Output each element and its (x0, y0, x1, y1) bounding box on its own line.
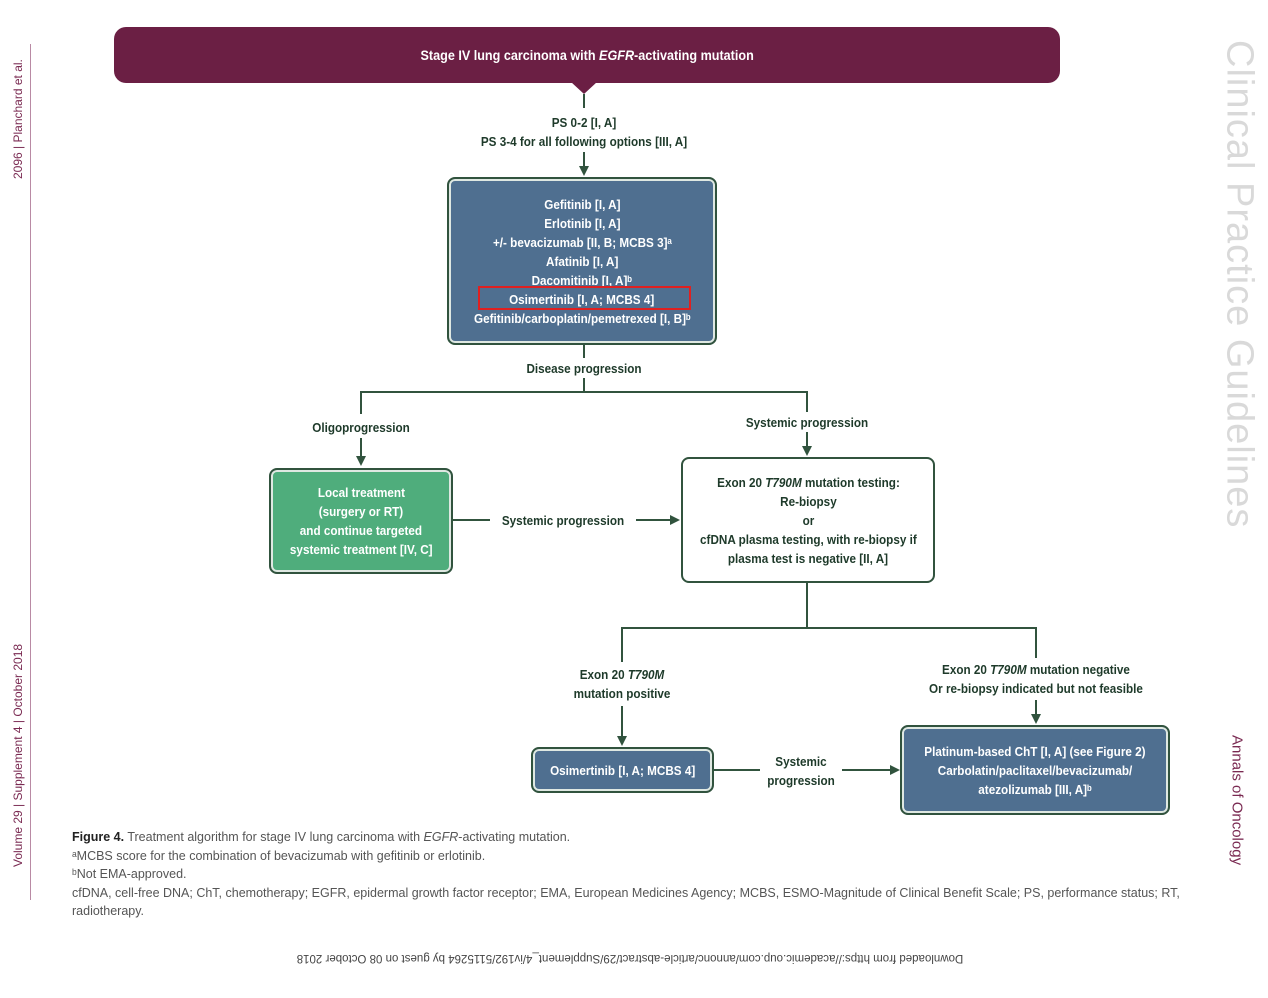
platinum-line: Carbolatin/paclitaxel/bevacizumab/ (937, 762, 1133, 778)
ps-label-line1: PS 0-2 [I, A] (551, 115, 617, 130)
caption-note-b: ᵇNot EMA-approved. (72, 867, 187, 881)
osimertinib-box-label: Osimertinib [I, A; MCBS 4] (549, 762, 696, 778)
osimertinib-box: Osimertinib [I, A; MCBS 4] (531, 747, 714, 793)
platinum-line: atezolizumab [III, A]ᵇ (978, 781, 1092, 797)
caption-fig-label: Figure 4. (72, 830, 125, 844)
connector-split-horizontal (360, 391, 808, 414)
platinum-line: Platinum-based ChT [I, A] (see Figure 2) (924, 743, 1146, 759)
systemic-progression-label-mid: Systemic progression (501, 513, 625, 528)
caption-title: Figure 4. Treatment algorithm for stage … (72, 828, 1222, 847)
banner-notch (571, 82, 597, 94)
testing-line: or (802, 512, 814, 528)
testing-line: plasma test is negative [II, A] (727, 550, 889, 566)
first-line-treatment-box: Gefitinib [I, A] Erlotinib [I, A] +/- be… (447, 177, 717, 345)
local-treatment-line: systemic treatment [IV, C] (289, 542, 433, 557)
local-treatment-line: and continue targeted (299, 523, 423, 538)
negative-prefix: Exon 20 (942, 662, 991, 677)
caption-title-prefix: Treatment algorithm for stage IV lung ca… (124, 830, 424, 844)
caption-title-italic: EGFR (423, 830, 459, 844)
banner-suffix: -activating mutation (633, 47, 754, 63)
first-line-item: Dacomitinib [I, A]ᵇ (531, 272, 633, 288)
sp-bottom-line1: Systemic (775, 754, 827, 769)
first-line-item: Gefitinib [I, A] (543, 196, 621, 212)
caption-title-suffix: -activating mutation. (458, 830, 571, 844)
testing-title-prefix: Exon 20 (716, 474, 765, 490)
systemic-progression-label-top: Systemic progression (745, 415, 869, 430)
mutation-positive-label: Exon 20 T790M mutation positive (541, 665, 703, 703)
first-line-item: Erlotinib [I, A] (543, 215, 621, 231)
first-line-item: Gefitinib/carboplatin/pemetrexed [I, B]ᵇ (473, 310, 691, 326)
oligoprogression-label: Oligoprogression (312, 420, 410, 435)
ps-label-line2: PS 3-4 for all following options [III, A… (480, 134, 688, 149)
connector-split2-horizontal (621, 627, 1037, 662)
banner-italic: EGFR (598, 47, 634, 63)
platinum-chemotherapy-box: Platinum-based ChT [I, A] (see Figure 2)… (900, 725, 1170, 815)
negative-line2: Or re-biopsy indicated but not feasible (929, 681, 1143, 696)
disease-progression-label: Disease progression (526, 361, 642, 376)
t790m-testing-box: Exon 20 T790M mutation testing: Re-biops… (681, 457, 935, 583)
testing-title-suffix: mutation testing: (801, 474, 900, 490)
caption-abbreviations: cfDNA, cell-free DNA; ChT, chemotherapy;… (72, 885, 1180, 919)
local-treatment-box: Local treatment (surgery or RT) and cont… (269, 468, 453, 574)
positive-line1: Exon 20 T790M (541, 665, 703, 684)
positive-prefix: Exon 20 (579, 667, 628, 682)
negative-italic: T790M (990, 662, 1027, 677)
local-treatment-line: (surgery or RT) (318, 504, 404, 519)
negative-suffix: mutation negative (1026, 662, 1130, 677)
left-margin-rule (30, 44, 31, 900)
right-margin-title: Clinical Practice Guidelines (1218, 40, 1261, 529)
figure-caption: Figure 4. Treatment algorithm for stage … (72, 828, 1222, 921)
systemic-progression-label-bottom: Systemic progression (755, 752, 847, 790)
header-banner: Stage IV lung carcinoma with EGFR-activa… (114, 27, 1060, 83)
testing-title-italic: T790M (764, 474, 802, 490)
sp-bottom-line2: progression (767, 773, 835, 788)
first-line-item: +/- bevacizumab [II, B; MCBS 3]ᵃ (492, 234, 672, 250)
testing-line: Re-biopsy (779, 493, 837, 509)
caption-note-a: ᵃMCBS score for the combination of bevac… (72, 848, 486, 863)
testing-title: Exon 20 T790M mutation testing: (717, 473, 900, 492)
first-line-item: Afatinib [I, A] (545, 253, 619, 269)
testing-line: cfDNA plasma testing, with re-biopsy if (699, 531, 917, 547)
banner-text: Stage IV lung carcinoma with EGFR-activa… (420, 47, 753, 63)
positive-italic: T790M (627, 667, 665, 682)
positive-line2: mutation positive (573, 686, 671, 701)
ps-labels: PS 0-2 [I, A] PS 3-4 for all following o… (404, 113, 764, 151)
right-margin-journal: Annals of Oncology (1228, 735, 1246, 866)
download-footer: Downloaded from https://academic.oup.com… (296, 952, 964, 964)
first-line-item-osimertinib: Osimertinib [I, A; MCBS 4] (509, 291, 655, 307)
mutation-negative-label: Exon 20 T790M mutation negative Or re-bi… (910, 660, 1162, 698)
banner-prefix: Stage IV lung carcinoma with (420, 47, 599, 63)
negative-line1: Exon 20 T790M mutation negative (910, 660, 1162, 679)
local-treatment-line: Local treatment (317, 485, 405, 500)
osimertinib-highlight-box (478, 286, 691, 310)
